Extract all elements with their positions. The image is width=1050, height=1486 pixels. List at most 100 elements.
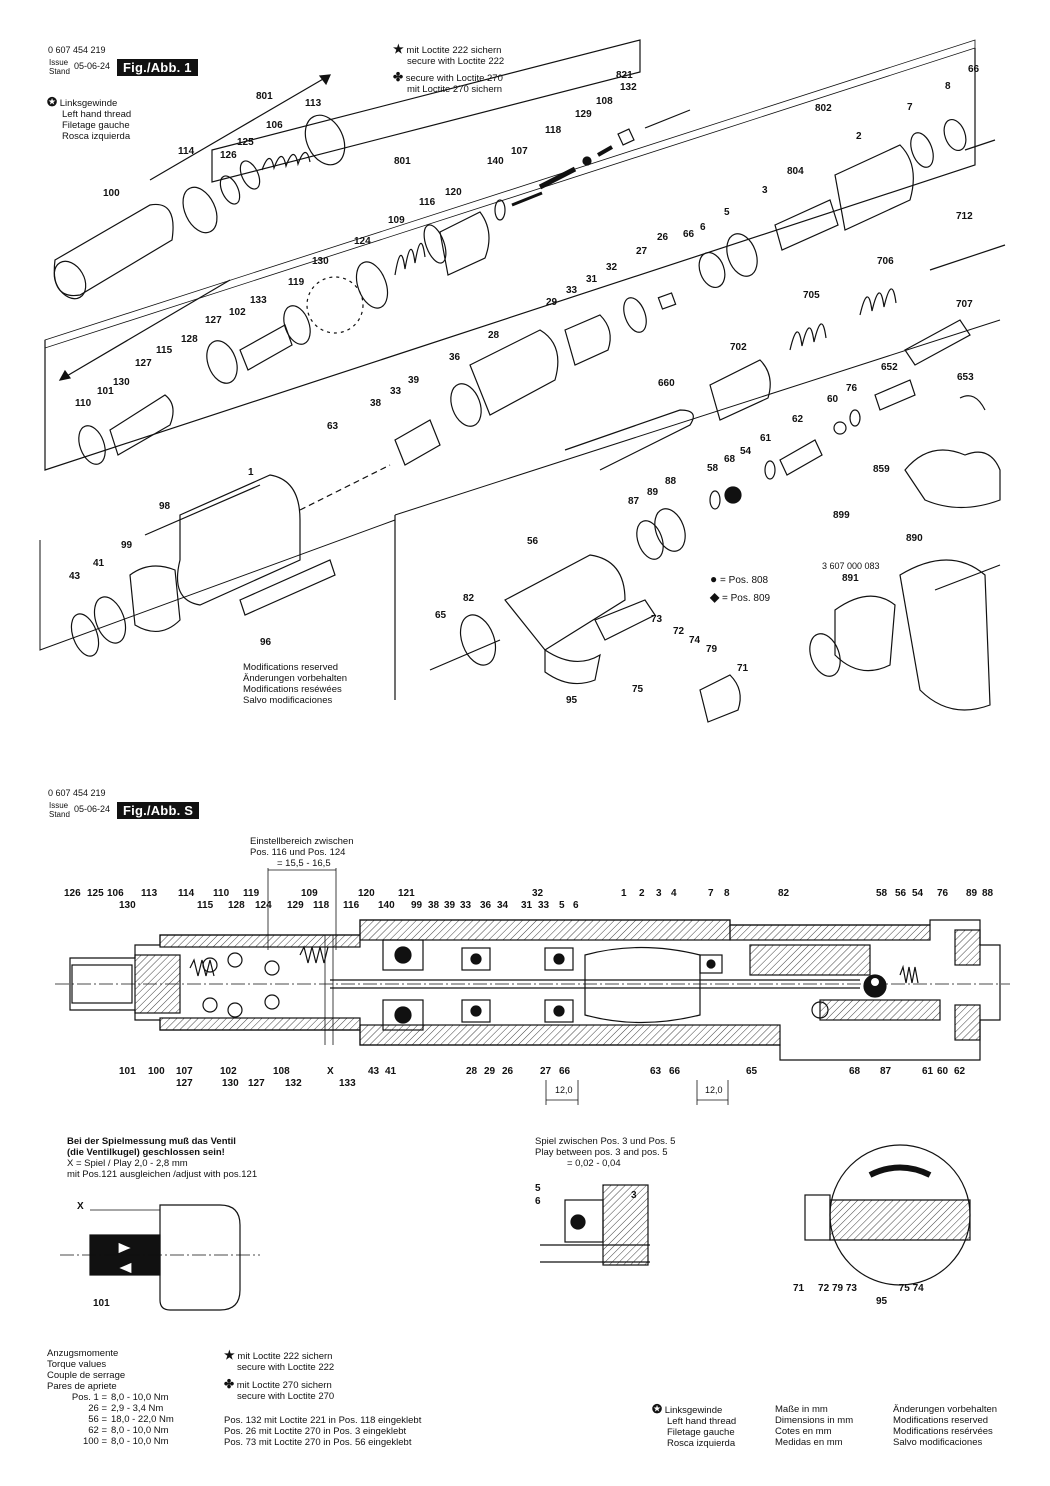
detail-right-slot: [868, 1164, 932, 1178]
detail-play-3: 3: [631, 1190, 637, 1201]
part-130-balls: [306, 276, 364, 334]
section-callout-65: 65: [746, 1066, 758, 1077]
callout-712: 712: [956, 211, 973, 222]
part-705-spring: [789, 323, 827, 351]
part-26: [657, 292, 677, 310]
callout-802: 802: [815, 103, 832, 114]
section-callout-43: 43: [368, 1066, 380, 1077]
part-118: [538, 166, 577, 190]
callout-75: 75: [632, 684, 644, 695]
part-27-ring: [623, 297, 647, 333]
part-6-bearing: [698, 251, 726, 289]
callout-660: 660: [658, 378, 675, 389]
detail-right-95: 95: [876, 1296, 888, 1307]
torque-row: 56 =18,0 - 22,0 Nm: [88, 1414, 174, 1425]
part-43-ring: [70, 613, 100, 657]
callout-82: 82: [463, 593, 475, 604]
callout-74: 74: [689, 635, 701, 646]
section-callout-100: 100: [148, 1066, 165, 1077]
part-number: 0 607 454 219: [48, 45, 106, 55]
callout-801: 801: [256, 91, 273, 102]
part-132: [617, 128, 635, 146]
section-callout-107: 107: [176, 1066, 193, 1077]
bearing-ball-28: [470, 1005, 482, 1017]
left-thread-note-2: ✪ Linksgewinde Left hand thread Filetage…: [652, 1402, 737, 1449]
arrow-head-left: [58, 369, 72, 381]
callout-99: 99: [121, 540, 133, 551]
callout-102: 102: [229, 307, 246, 318]
diamond-icon: ◆: [710, 590, 720, 604]
section-callout-3: 3: [656, 888, 662, 899]
part-859-handle: [904, 449, 1001, 509]
callout-108: 108: [596, 96, 613, 107]
part-62-hatch: [954, 1004, 981, 1041]
part-109-spring: [394, 242, 426, 276]
callout-115: 115: [156, 345, 173, 356]
section-callout-110: 110: [213, 888, 230, 899]
callout-132: 132: [620, 82, 637, 93]
part-63-rod: [299, 464, 391, 511]
loctite-note-270: ✤ secure with Loctite 270 mit Loctite 27…: [393, 70, 503, 95]
detail-right-knob-71: [804, 1194, 831, 1241]
callout-129: 129: [575, 109, 592, 120]
part-653: [959, 395, 986, 411]
ball-127-b: [202, 997, 218, 1013]
section-callout-X: X: [327, 1066, 334, 1077]
detail-arrow-right: [117, 1241, 134, 1255]
callout-891: 891: [842, 573, 859, 584]
clover-icon: ✤: [393, 70, 404, 84]
part-125-ring: [239, 160, 261, 190]
part-82-ring: [459, 614, 497, 666]
callout-71: 71: [737, 663, 749, 674]
callout-126: 126: [220, 150, 237, 161]
figure-tag: Fig./Abb. 1: [117, 59, 198, 76]
part-712-key: [929, 244, 1006, 271]
section-callout-119: 119: [243, 888, 260, 899]
callout-66: 66: [968, 64, 980, 75]
part-652: [874, 379, 916, 411]
part-76-ring: [849, 409, 861, 427]
part-106-spring: [261, 151, 311, 171]
bearing-ball-66: [553, 1005, 565, 1017]
callout-95: 95: [566, 695, 578, 706]
section-callout-116: 116: [343, 900, 360, 911]
callout-33: 33: [390, 386, 402, 397]
valve-ball-68: [863, 974, 887, 998]
callout-87: 87: [628, 496, 640, 507]
stand-label: Stand: [49, 67, 70, 76]
callout-652: 652: [881, 362, 898, 373]
section-callout-8: 8: [724, 888, 730, 899]
pos-legend-circle: ● = Pos. 808: [710, 572, 769, 586]
callout-899: 899: [833, 510, 850, 521]
callout-79: 79: [706, 644, 718, 655]
panel-upper-body: [44, 48, 976, 471]
valve-spring-54: [899, 964, 919, 984]
callout-32: 32: [606, 262, 618, 273]
callout-26: 26: [657, 232, 669, 243]
section-callout-130: 130: [119, 900, 136, 911]
part-number-2: 0 607 454 219: [48, 788, 106, 798]
callout-63: 63: [327, 421, 339, 432]
section-callout-129: 129: [287, 900, 304, 911]
part-95: [544, 648, 601, 685]
callout-2: 2: [856, 131, 862, 142]
callout-39: 39: [408, 375, 420, 386]
panel-lower-edge: [394, 319, 1001, 516]
chuck-101: [71, 964, 133, 1004]
dims-note: Maße in mm Dimensions in mm Cotes en mm …: [775, 1404, 854, 1448]
part-100-nut: [53, 203, 174, 297]
section-callout-101: 101: [119, 1066, 136, 1077]
part-120: [439, 211, 490, 276]
play-note: Spiel zwischen Pos. 3 und Pos. 5 Play be…: [535, 1136, 676, 1169]
ball-127-a: [202, 957, 218, 973]
spring-109: [299, 945, 329, 964]
panel-lower-left: [39, 519, 396, 651]
nut-top-hatch: [159, 934, 361, 948]
callout-113: 113: [305, 98, 322, 109]
bearing-ball-99: [394, 946, 412, 964]
detail-right-section: [829, 1199, 971, 1241]
modifications-note: Modifications reserved Änderungen vorbeh…: [243, 662, 348, 706]
section-callout-126: 126: [64, 888, 81, 899]
section-callout-68: 68: [849, 1066, 861, 1077]
part-68-ball: [724, 486, 742, 504]
